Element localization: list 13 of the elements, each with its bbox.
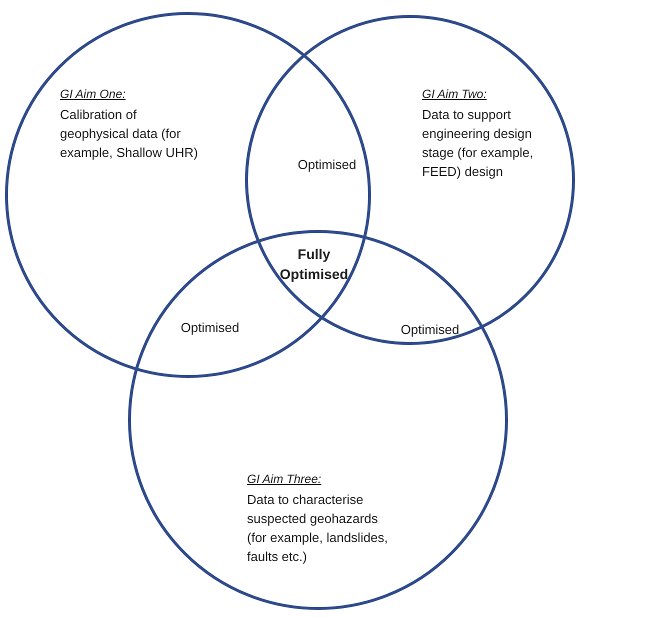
circle-description: Calibration of geophysical data (for example, Shallow UHR) [60,106,199,162]
overlap-label: Optimised [400,322,460,337]
venn-circle [245,15,575,345]
circle-heading: GI Aim One: [60,86,127,103]
overlap-label: Optimised [180,320,240,335]
overlap-label: Optimised [296,157,358,172]
circle-description: Data to support engineering design stage (for example, FEED) design [422,106,534,181]
circle-heading: GI Aim Three: [247,471,322,488]
circle-heading: GI Aim Two: [422,86,488,103]
venn-circle [5,12,371,378]
overlap-label: Fully Optimised [278,245,350,284]
venn-circle [128,230,508,610]
circle-description: Data to characterise suspected geohazards (for example, landslides, faults etc.) [247,491,389,566]
